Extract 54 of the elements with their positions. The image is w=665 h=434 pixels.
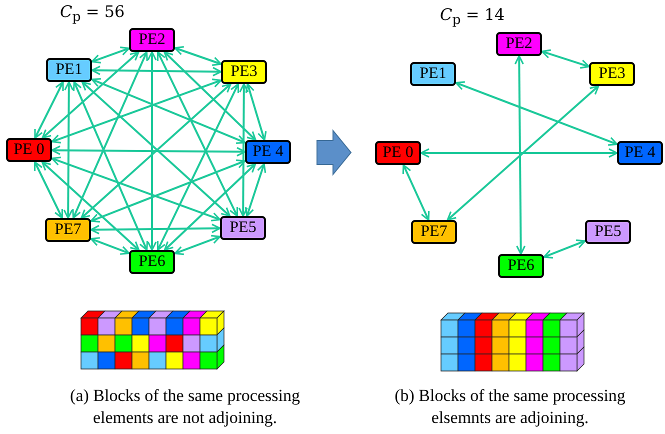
arrow (402, 164, 430, 221)
processing-element-box: PE6 (129, 250, 175, 274)
arrow (541, 49, 590, 69)
processing-element-box: PE 4 (617, 141, 663, 165)
arrow (34, 161, 64, 219)
arrow (174, 46, 222, 66)
formula-label: C$_{p}$ = 56 (60, 2, 125, 26)
arrow (156, 51, 238, 217)
arrow (42, 51, 140, 139)
arrow (51, 156, 221, 222)
arrow (245, 83, 267, 141)
processing-element-box: PE 4 (245, 140, 291, 164)
processing-element-box: PE2 (496, 32, 542, 56)
arrow (90, 159, 246, 223)
processing-element-box: PE2 (129, 28, 175, 52)
processing-element-box: PE 0 (375, 141, 421, 165)
arrow (164, 51, 256, 141)
arrow (91, 66, 222, 76)
processing-element-box: PE7 (45, 218, 91, 242)
arrow (156, 83, 240, 251)
arrow (164, 163, 256, 251)
arrow (51, 78, 222, 144)
arrow (72, 81, 148, 251)
processing-element-box: PE1 (410, 62, 456, 86)
caption-text: (b) Blocks of the same processing elsemnts are adjoining. (394, 385, 626, 429)
processing-element-box: PE5 (585, 220, 631, 244)
arrow (446, 85, 600, 221)
arrow (90, 224, 221, 234)
arrow (174, 234, 221, 256)
caption-text: (a) Blocks of the same processing elements are not adjoining. (69, 385, 301, 429)
processing-element-box: PE3 (589, 62, 635, 86)
arrow (147, 51, 157, 251)
arrow (72, 51, 148, 219)
arrow (543, 239, 586, 259)
arrow (91, 46, 130, 64)
processing-element-box: PE5 (220, 216, 266, 240)
arrow (91, 78, 246, 144)
processing-element-box: PE3 (221, 60, 267, 84)
arrow (51, 145, 246, 157)
arrow (41, 161, 140, 251)
arrow (34, 81, 64, 139)
arrow (420, 148, 618, 158)
arrow (63, 81, 74, 219)
arrow (244, 163, 266, 217)
formula-label: C$_{p}$ = 14 (440, 5, 505, 28)
arrow (90, 237, 130, 255)
processing-element-box: PE 0 (6, 138, 52, 162)
processing-element-box: PE1 (46, 58, 92, 82)
processing-element-box: PE6 (498, 254, 544, 278)
arrow (514, 55, 526, 255)
block-arrow (316, 129, 352, 176)
processing-element-box: PE7 (411, 220, 457, 244)
arrow (238, 83, 249, 217)
arrow (455, 81, 618, 146)
